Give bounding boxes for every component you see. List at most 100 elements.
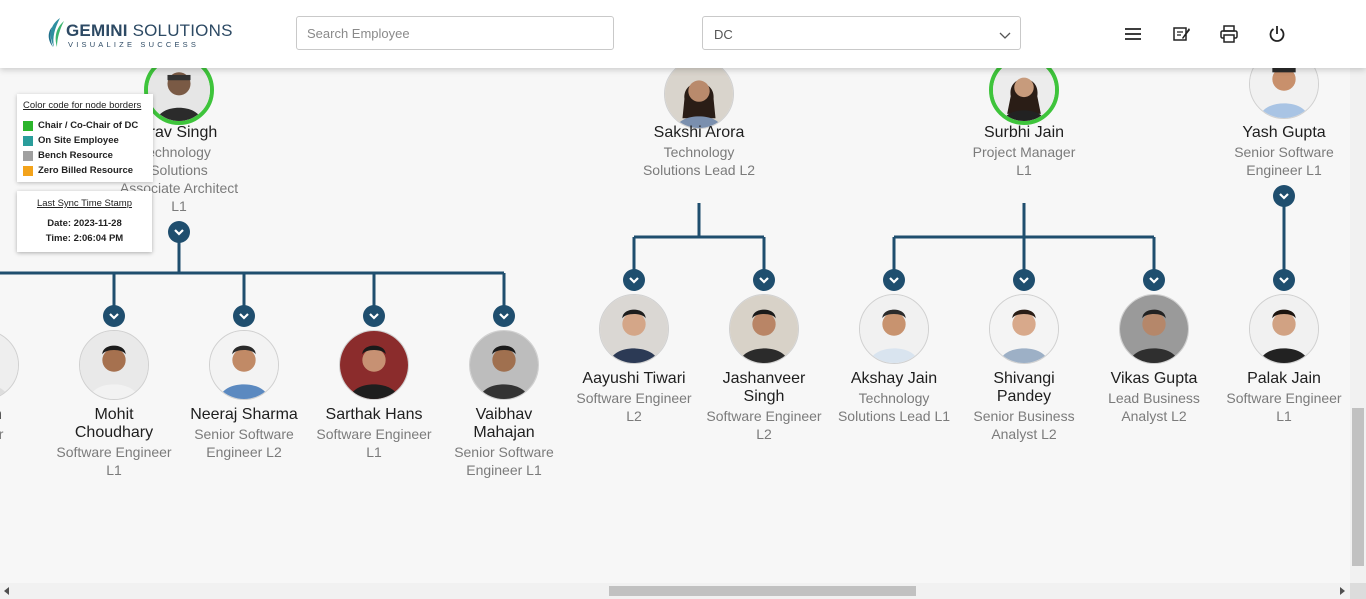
legend-label: Chair / Co-Chair of DC xyxy=(38,120,139,131)
employee-name: Surbhi Jain xyxy=(983,124,1065,141)
employee-name: Sakshi Arora xyxy=(653,124,745,141)
employee-designation: Technology xyxy=(858,390,930,406)
legend-swatch xyxy=(23,135,33,146)
employee-designation: Software Engineer xyxy=(1226,390,1342,406)
employee-name: Choudhary xyxy=(74,424,154,441)
employee-avatar[interactable] xyxy=(599,294,669,364)
employee-avatar[interactable] xyxy=(209,330,279,400)
legend-swatch xyxy=(23,165,33,176)
employee-avatar[interactable] xyxy=(144,68,214,125)
employee-avatar[interactable] xyxy=(339,330,409,400)
scroll-right-icon[interactable] xyxy=(1338,587,1346,595)
expand-chevron-icon[interactable] xyxy=(363,305,385,327)
vertical-scroll-thumb[interactable] xyxy=(1352,408,1364,566)
expand-chevron-icon[interactable] xyxy=(493,305,515,327)
power-icon[interactable] xyxy=(1267,24,1287,44)
employee-designation: Solutions Lead L2 xyxy=(642,162,756,178)
legend-label: On Site Employee xyxy=(38,135,119,146)
employee-designation: L2 xyxy=(626,408,642,424)
chevron-down-icon xyxy=(999,32,1011,39)
employee-avatar[interactable] xyxy=(664,68,734,129)
legend-item: Chair / Co-Chair of DC xyxy=(23,120,138,131)
employee-designation: L1 xyxy=(106,462,122,478)
employee-designation: Software Engineer xyxy=(706,408,822,424)
legend-item: Zero Billed Resource xyxy=(23,165,133,176)
employee-name: Aayushi Tiwari xyxy=(582,370,686,387)
org-chart-canvas[interactable]: urav Singh echnology Solutions Associate… xyxy=(0,68,1350,583)
employee-avatar[interactable] xyxy=(469,330,539,400)
employee-name: adan xyxy=(0,406,59,424)
menu-icon[interactable] xyxy=(1123,24,1143,44)
legend-swatch xyxy=(23,150,33,161)
app-header: GEMINI SOLUTIONS VISUALIZE SUCCESS DC xyxy=(0,0,1366,68)
expand-chevron-icon[interactable] xyxy=(103,305,125,327)
employee-designation: Engineer L2 xyxy=(206,444,282,460)
employee-designation: Solutions xyxy=(150,162,208,178)
employee-designation: Solutions Lead L1 xyxy=(837,408,951,424)
employee-name: Singh xyxy=(743,388,785,405)
employee-designation: Senior Software xyxy=(454,444,554,460)
employee-avatar[interactable] xyxy=(0,330,19,400)
legend-item: On Site Employee xyxy=(23,135,119,146)
expand-chevron-icon[interactable] xyxy=(168,221,190,243)
employee-avatar[interactable] xyxy=(1249,294,1319,364)
employee-designation: Lead Business xyxy=(1108,390,1200,406)
employee-name: Vaibhav xyxy=(475,406,533,423)
employee-designation: Senior Software xyxy=(1234,144,1334,160)
employee-designation: Project Manager xyxy=(972,144,1076,160)
department-selected-value: DC xyxy=(714,27,733,42)
employee-name: Yash Gupta xyxy=(1242,124,1326,141)
employee-designation: Software Engineer xyxy=(316,426,432,442)
employee-name: Akshay Jain xyxy=(850,370,938,387)
employee-avatar[interactable] xyxy=(859,294,929,364)
logo-leaf-icon xyxy=(48,18,64,47)
expand-chevron-icon[interactable] xyxy=(753,269,775,291)
employee-designation: L1 xyxy=(1016,162,1032,178)
employee-avatar[interactable] xyxy=(989,294,1059,364)
employee-designation: gineer xyxy=(0,426,4,442)
expand-chevron-icon[interactable] xyxy=(1273,185,1295,207)
employee-name: Shivangi xyxy=(993,370,1055,387)
department-select[interactable]: DC xyxy=(702,16,1021,50)
employee-designation: L2 xyxy=(756,426,772,442)
employee-avatar[interactable] xyxy=(989,68,1059,125)
employee-designation: L1 xyxy=(366,444,382,460)
sync-title: Last Sync Time Stamp xyxy=(36,198,133,209)
employee-avatar[interactable] xyxy=(1119,294,1189,364)
employee-avatar[interactable] xyxy=(729,294,799,364)
expand-chevron-icon[interactable] xyxy=(1013,269,1035,291)
vertical-scrollbar[interactable] xyxy=(1350,68,1366,583)
print-icon[interactable] xyxy=(1219,24,1239,44)
employee-name: Palak Jain xyxy=(1247,370,1321,387)
expand-chevron-icon[interactable] xyxy=(1143,269,1165,291)
legend-label: Bench Resource xyxy=(38,150,113,161)
employee-name: Neeraj Sharma xyxy=(190,406,298,423)
sync-date: Date: 2023-11-28 xyxy=(47,218,122,229)
expand-chevron-icon[interactable] xyxy=(883,269,905,291)
employee-name: urav Singh xyxy=(140,124,218,141)
employee-designation: Senior Software xyxy=(194,426,294,442)
employee-designation: Analyst L2 xyxy=(1121,408,1187,424)
horizontal-scrollbar[interactable] xyxy=(0,583,1350,599)
horizontal-scroll-thumb[interactable] xyxy=(609,586,916,596)
employee-designation: Software Engineer xyxy=(56,444,172,460)
company-logo[interactable]: GEMINI SOLUTIONS VISUALIZE SUCCESS xyxy=(46,17,232,51)
employee-designation: L1 xyxy=(1276,408,1292,424)
employee-name: Mohit xyxy=(94,406,134,423)
sync-time: Time: 2:06:04 PM xyxy=(45,233,124,244)
scroll-left-icon[interactable] xyxy=(3,587,11,595)
node-border-legend: Color code for node borders Chair / Co-C… xyxy=(17,94,153,182)
employee-designation: Analyst L2 xyxy=(991,426,1057,442)
expand-chevron-icon[interactable] xyxy=(1273,269,1295,291)
employee-avatar[interactable] xyxy=(79,330,149,400)
employee-designation: Senior Business xyxy=(973,408,1075,424)
edit-note-icon[interactable] xyxy=(1171,24,1191,44)
search-employee-input[interactable] xyxy=(296,16,614,50)
employee-designation: Software Engineer xyxy=(576,390,692,406)
last-sync-box: Last Sync Time Stamp Date: 2023-11-28 Ti… xyxy=(17,191,152,252)
employee-designation: echnology xyxy=(147,144,211,160)
employee-designation: Engineer L1 xyxy=(466,462,542,478)
expand-chevron-icon[interactable] xyxy=(233,305,255,327)
employee-designation: Technology xyxy=(663,144,735,160)
expand-chevron-icon[interactable] xyxy=(623,269,645,291)
